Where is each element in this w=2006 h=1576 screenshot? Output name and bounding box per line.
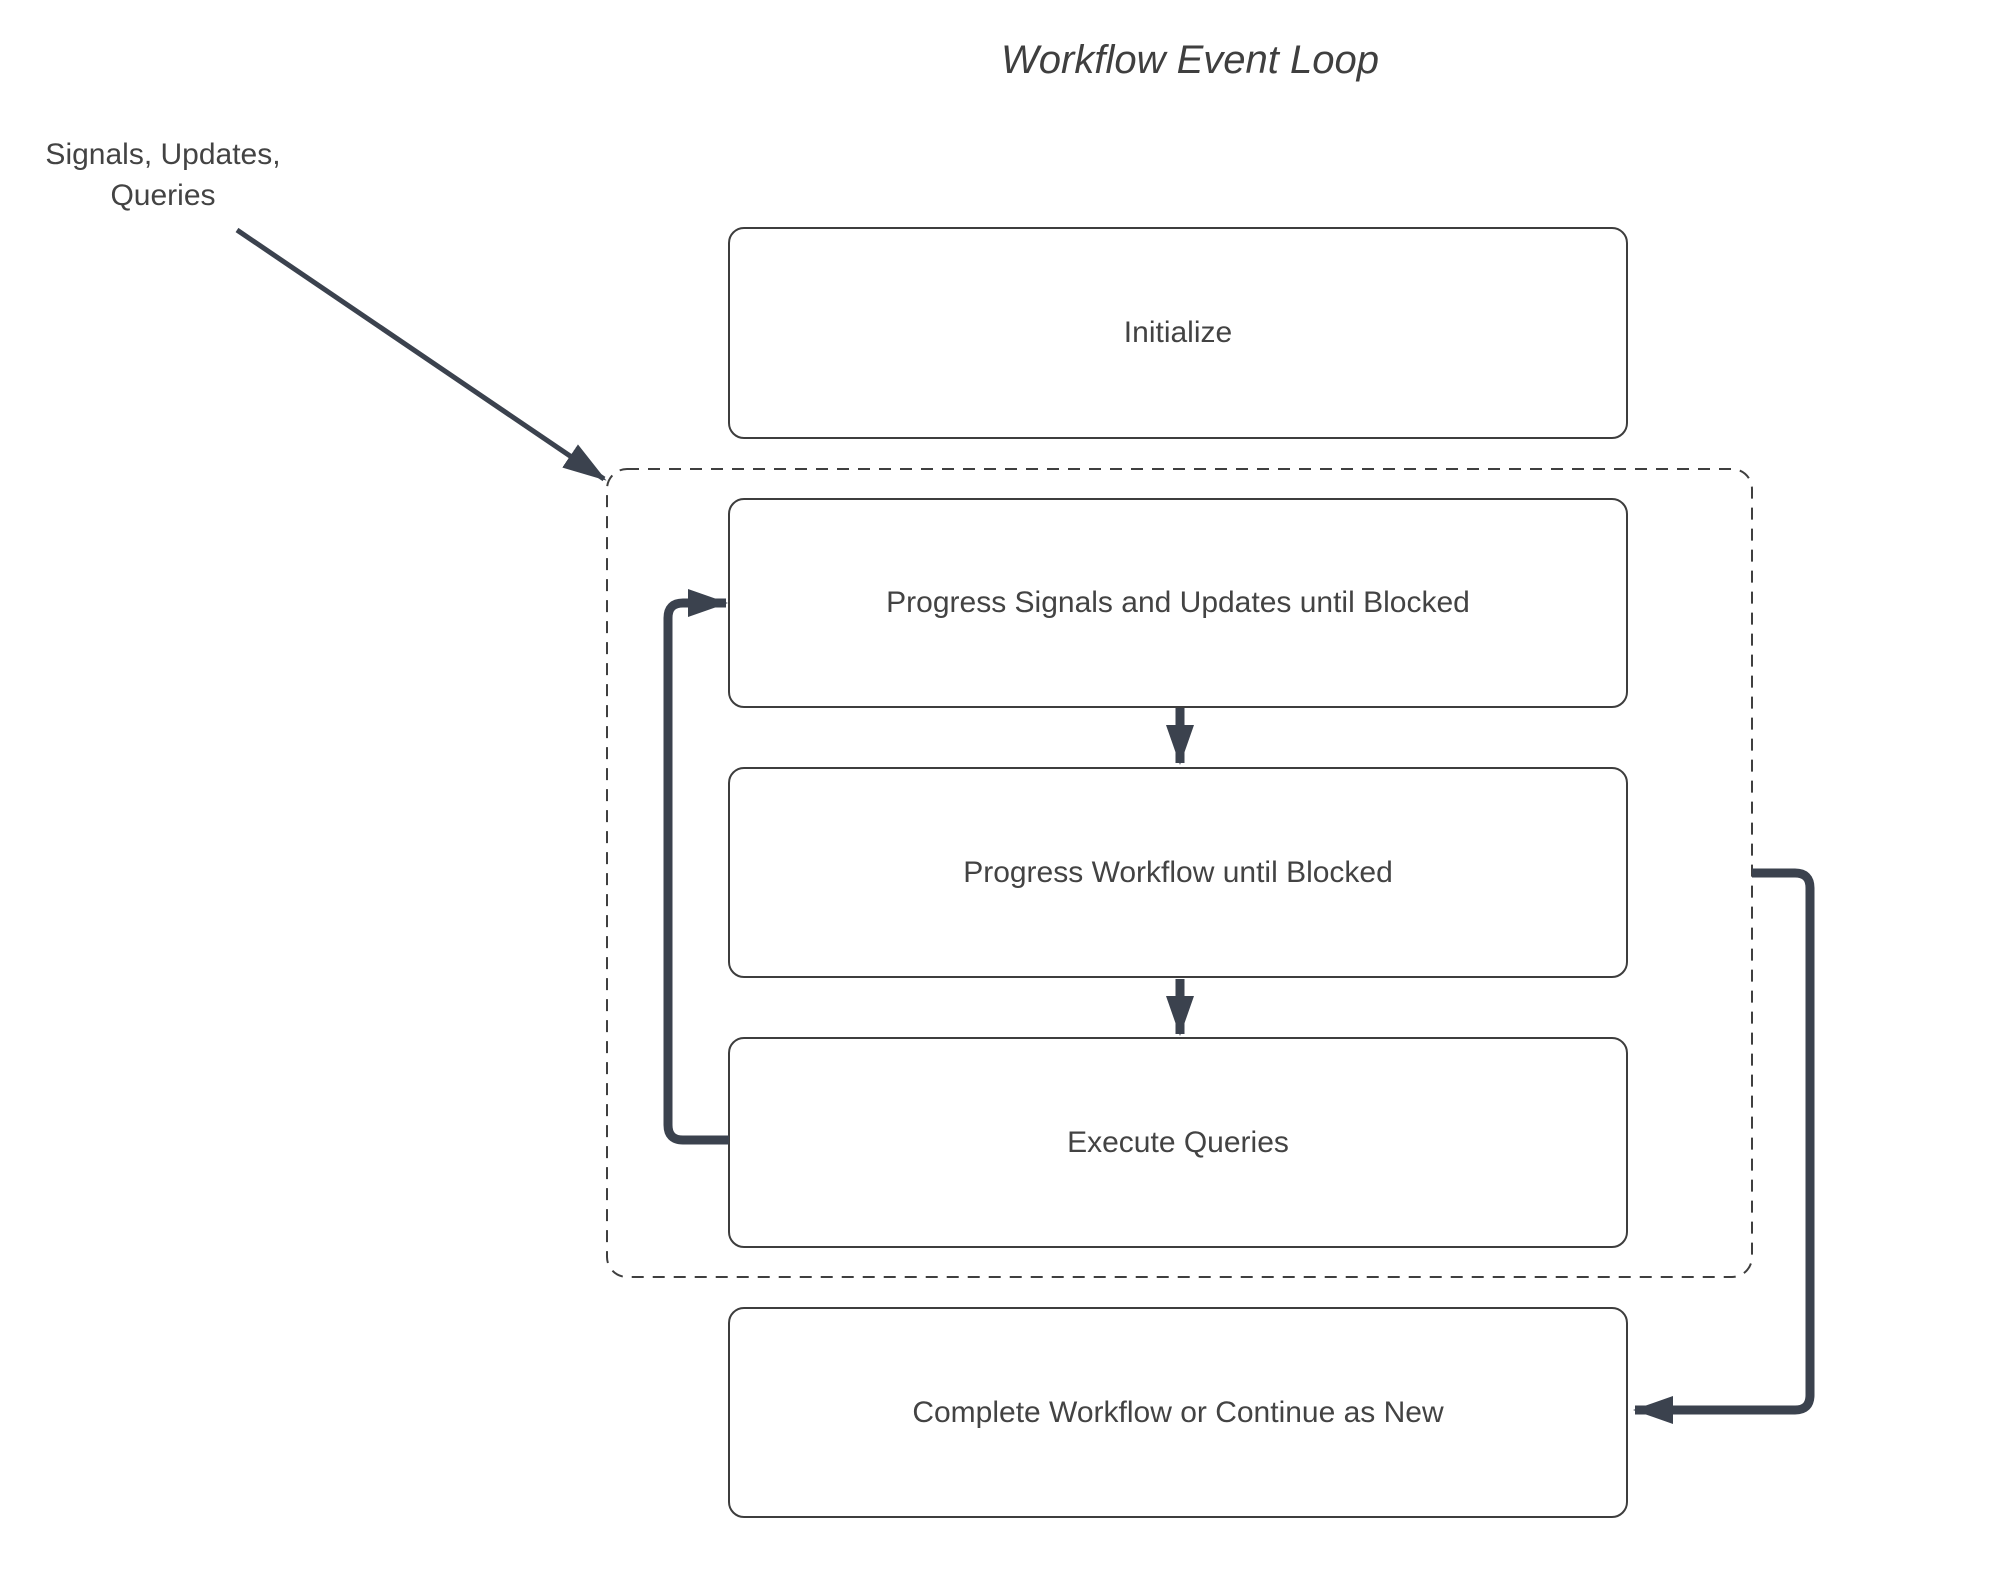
node-progress-signals-label: Progress Signals and Updates until Block…: [886, 586, 1470, 619]
edge-container-to-complete-arrow: [1633, 868, 1815, 1424]
node-progress-workflow: Progress Workflow until Blocked: [728, 767, 1628, 978]
node-complete-label: Complete Workflow or Continue as New: [912, 1395, 1444, 1429]
signals-updates-queries-label: Signals, Updates, Queries: [45, 138, 281, 212]
node-execute-queries-label: Execute Queries: [1067, 1125, 1289, 1159]
node-execute-queries: Execute Queries: [728, 1037, 1628, 1248]
node-progress-workflow-label: Progress Workflow until Blocked: [963, 855, 1393, 889]
node-progress-signals: Progress Signals and Updates until Block…: [728, 498, 1628, 708]
node-complete: Complete Workflow or Continue as New: [728, 1307, 1628, 1518]
node-initialize: Initialize: [728, 227, 1628, 439]
diagram-title: Workflow Event Loop: [1001, 38, 1379, 82]
edge-queries-loop-back-arrow: [663, 589, 729, 1145]
node-initialize-label: Initialize: [1123, 316, 1233, 349]
edge-signals-input-arrow: [235, 227, 607, 482]
